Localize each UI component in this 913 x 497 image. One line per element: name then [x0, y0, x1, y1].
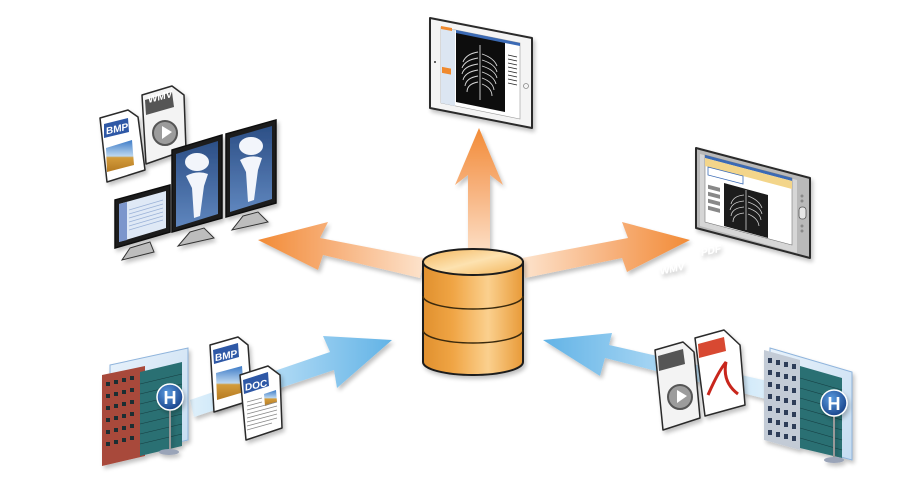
- form-fields: [708, 184, 720, 213]
- building-windows: [106, 376, 134, 446]
- pdf-file-icon: PDF: [694, 244, 746, 417]
- bmp-file-icon: BMP: [99, 109, 146, 183]
- doc-file-icon: DOC: [239, 365, 283, 441]
- acrobat-logo-icon: [706, 361, 739, 396]
- database-icon: [422, 248, 524, 376]
- outgoing-arrow-to-ipad: [455, 128, 503, 258]
- bmp-file-label: BMP: [215, 349, 237, 365]
- side-panel-text: [507, 54, 518, 86]
- hospital-left: H BMP DOC: [102, 336, 283, 466]
- hospital-building-icon: [764, 347, 853, 461]
- monitor-xray-1: [171, 133, 223, 247]
- hospital-sign-icon: H: [820, 389, 848, 463]
- monitor-document: [114, 184, 171, 261]
- building-windows: [768, 358, 796, 441]
- monitor-xray-2: [225, 119, 277, 231]
- wmv-file-icon: WMV: [141, 85, 187, 165]
- doc-file-label: DOC: [245, 378, 268, 394]
- hospital-sign-icon: H: [156, 383, 184, 455]
- knee-xray-image: [239, 137, 263, 202]
- bmp-file-label: BMP: [106, 122, 128, 138]
- home-button-icon: [523, 83, 529, 89]
- pdf-file-label: PDF: [701, 244, 721, 259]
- wmv-file-label: WMV: [660, 262, 685, 278]
- outgoing-arrow-to-android-tablet: [522, 222, 690, 278]
- ipad-viewer: [429, 17, 533, 129]
- hospital-sign-letter: H: [828, 394, 841, 414]
- wmv-file-icon: WMV: [654, 262, 701, 431]
- chest-xray-image: [461, 45, 498, 100]
- chest-xray-image: [729, 190, 763, 230]
- android-tablet-viewer: [695, 147, 811, 259]
- hospital-sign-letter: H: [164, 388, 177, 408]
- home-button-icon: [798, 206, 807, 220]
- knee-xray-image: [185, 153, 209, 218]
- outgoing-arrow-to-workstation: [258, 222, 424, 278]
- hospital-right: WMV PDF: [654, 244, 853, 463]
- diagnostic-workstation: BMP WMV: [99, 85, 277, 261]
